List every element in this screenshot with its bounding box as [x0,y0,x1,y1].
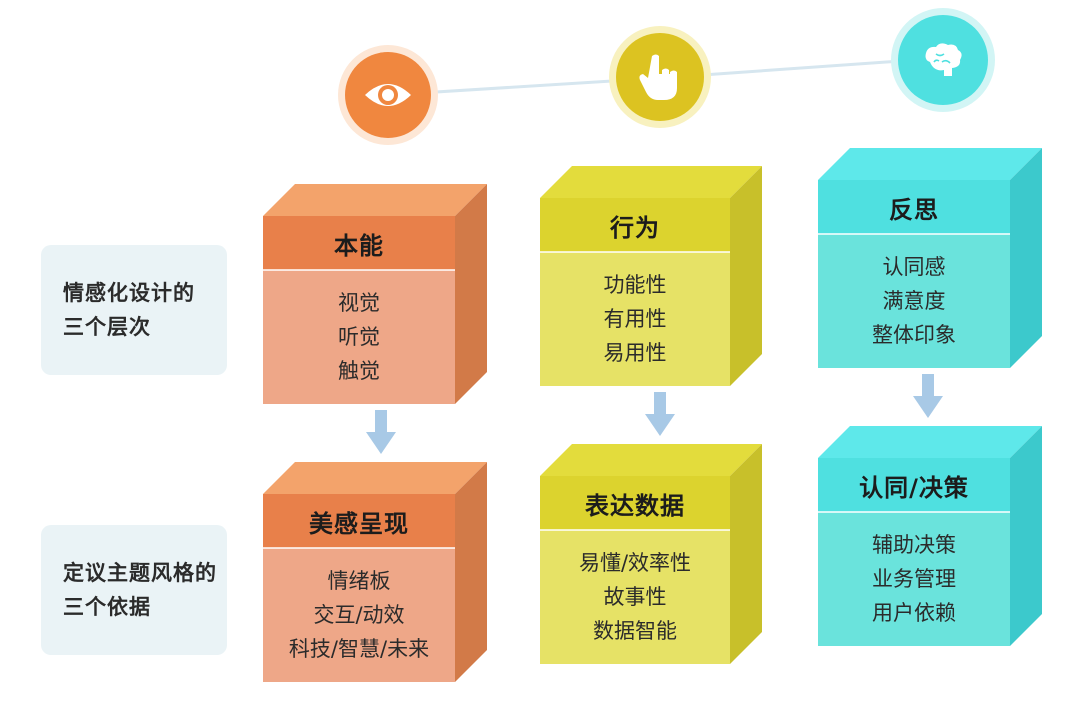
cube-express-data-line: 易懂/效率性 [578,551,692,575]
cube-aesthetic-line: 科技/智慧/未来 [288,637,430,661]
down-arrow-icon [913,374,943,418]
brain-icon-circle [891,8,995,112]
cube-express-data-line: 数据智能 [593,619,677,643]
cube-decision-line: 业务管理 [872,567,956,591]
cube-reflection-line: 整体印象 [872,323,956,347]
cube-aesthetic-title: 美感呈现 [309,509,409,538]
pointing-hand-icon [639,54,677,100]
down-arrow-icon [645,392,675,436]
cube-behavior: 行为 功能性 有用性 易用性 [540,166,762,386]
cube-behavior-line: 易用性 [603,341,667,365]
cube-reflection-shape [818,148,1042,368]
cube-reflection: 反思 认同感 满意度 整体印象 [818,148,1042,368]
pointing-hand-icon-circle [609,26,711,128]
cube-behavior-shape [540,166,762,386]
cube-express-data-shape [540,444,762,664]
cube-reflection-title: 反思 [889,195,939,224]
cube-instinct-title: 本能 [334,231,384,260]
cube-reflection-line: 认同感 [882,255,946,279]
side-label-basis: 定议主题风格的 三个依据 [41,525,227,655]
cube-decision: 认同/决策 辅助决策 业务管理 用户依赖 [818,426,1042,646]
cube-instinct-shape [263,184,487,404]
cube-behavior-title: 行为 [610,213,660,242]
cube-instinct-line: 触觉 [338,359,380,383]
side-label-basis-text: 定议主题风格的 三个依据 [63,561,217,619]
cube-reflection-line: 满意度 [882,289,946,313]
cube-instinct-line: 视觉 [338,291,380,315]
eye-icon-circle [338,45,438,145]
cube-aesthetic-shape [263,462,487,682]
cube-behavior-line: 功能性 [603,273,667,297]
cube-aesthetic-line: 情绪板 [327,569,391,593]
cube-decision-line: 辅助决策 [872,533,956,557]
cube-instinct: 本能 视觉 听觉 触觉 [263,184,487,404]
brain-icon [925,43,962,76]
side-label-levels-text: 情感化设计的 三个层次 [63,281,195,339]
cube-decision-line: 用户依赖 [872,601,956,625]
cube-instinct-line: 听觉 [338,325,380,349]
cube-decision-shape [818,426,1042,646]
cube-express-data-line: 故事性 [603,585,667,609]
cube-aesthetic: 美感呈现 情绪板 交互/动效 科技/智慧/未来 [263,462,487,682]
eye-icon [365,84,411,106]
cube-aesthetic-line: 交互/动效 [313,603,405,627]
side-label-levels: 情感化设计的 三个层次 [41,245,227,375]
cube-express-data-title: 表达数据 [585,491,685,520]
cube-express-data: 表达数据 易懂/效率性 故事性 数据智能 [540,444,762,664]
cube-behavior-line: 有用性 [603,307,667,331]
down-arrow-icon [366,410,396,454]
cube-decision-title: 认同/决策 [859,473,969,502]
